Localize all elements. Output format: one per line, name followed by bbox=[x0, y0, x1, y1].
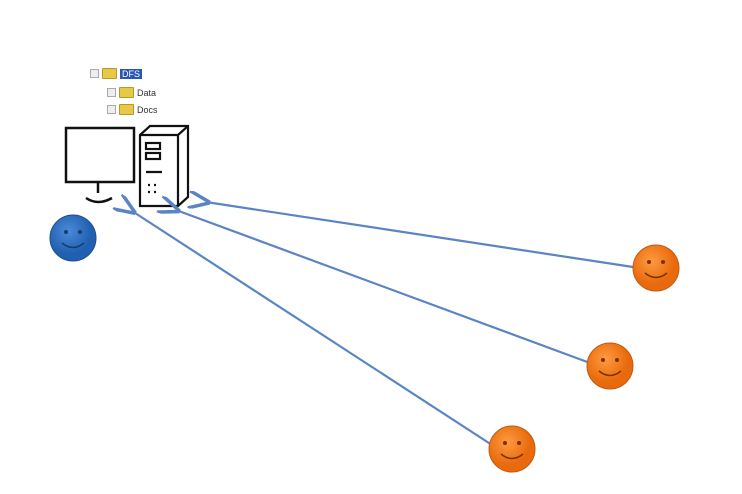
client-smiley-icon bbox=[586, 342, 634, 390]
tree-node-docs[interactable]: Docs bbox=[107, 104, 158, 115]
server-user-smiley-icon bbox=[49, 214, 97, 262]
connection-arrow bbox=[132, 211, 493, 446]
folder-icon bbox=[119, 104, 134, 115]
tree-node-data[interactable]: Data bbox=[107, 87, 156, 98]
server-tower-icon bbox=[138, 124, 190, 208]
expand-icon[interactable] bbox=[90, 69, 99, 78]
connection-arrow bbox=[206, 202, 634, 269]
tree-label-root: DFS bbox=[120, 68, 142, 79]
folder-icon bbox=[102, 68, 117, 79]
monitor-icon bbox=[64, 126, 136, 204]
tree-label-data: Data bbox=[137, 87, 157, 98]
client-smiley-icon bbox=[488, 425, 536, 473]
expand-icon[interactable] bbox=[107, 88, 116, 97]
connection-arrow bbox=[176, 210, 591, 365]
expand-icon[interactable] bbox=[107, 105, 116, 114]
tree-node-root[interactable]: DFS bbox=[90, 68, 142, 79]
tree-label-docs: Docs bbox=[137, 104, 158, 115]
client-smiley-icon bbox=[632, 244, 680, 292]
folder-icon bbox=[119, 87, 134, 98]
